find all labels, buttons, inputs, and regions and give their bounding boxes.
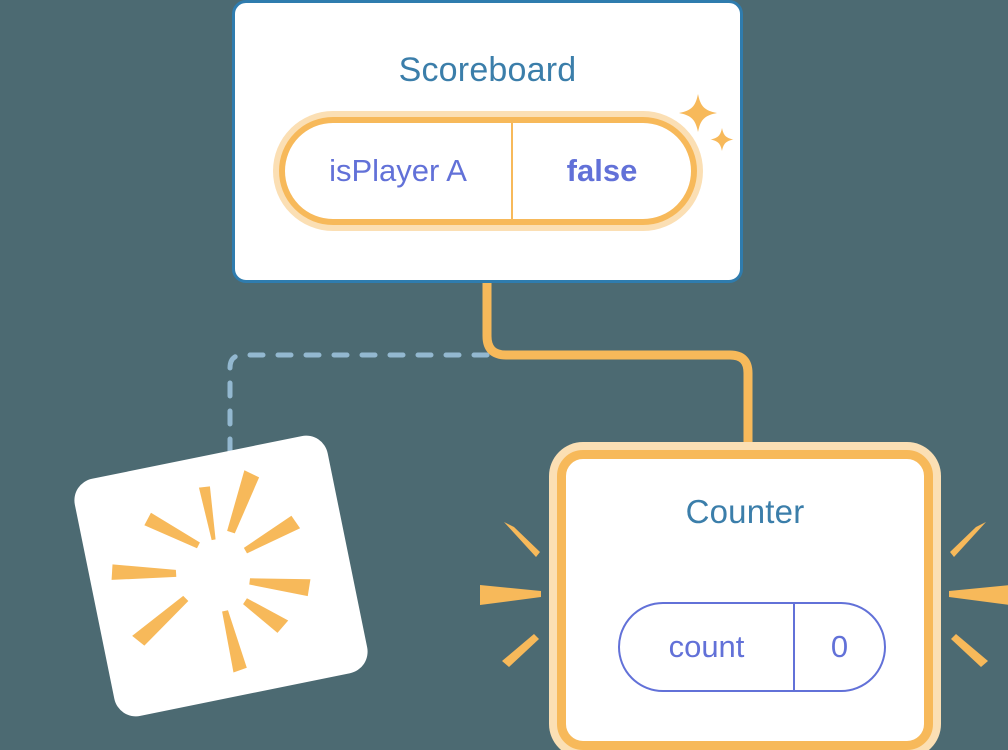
counter-rays-right-icon bbox=[949, 522, 1008, 667]
scoreboard-state-pill[interactable]: isPlayer A false bbox=[279, 117, 697, 225]
counter-rays-left-icon bbox=[480, 522, 541, 667]
scoreboard-card[interactable]: Scoreboard isPlayer A false bbox=[232, 0, 743, 283]
starburst-icon bbox=[111, 470, 311, 673]
blank-card[interactable] bbox=[70, 431, 372, 721]
counter-state-value: 0 bbox=[830, 629, 849, 664]
counter-card[interactable]: Counter count 0 bbox=[557, 450, 933, 750]
scoreboard-state-key: isPlayer A bbox=[285, 123, 513, 219]
scoreboard-title: Scoreboard bbox=[398, 51, 577, 89]
counter-state-key: count bbox=[620, 604, 795, 690]
counter-state-pill[interactable]: count 0 bbox=[618, 602, 886, 692]
scoreboard-state-value: false bbox=[566, 153, 638, 188]
solid-connector-path bbox=[482, 283, 753, 455]
counter-title: Counter bbox=[685, 493, 805, 530]
